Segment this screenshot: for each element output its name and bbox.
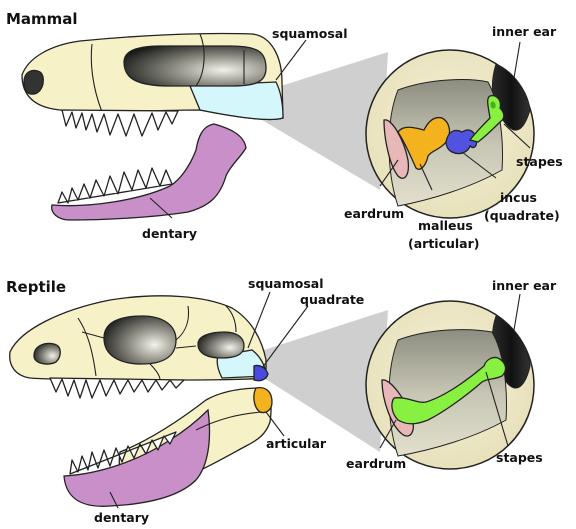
reptile-skull: [10, 296, 268, 398]
mammal-jaw: [52, 124, 246, 220]
reptile-orbit: [198, 332, 244, 358]
reptile-temporal-fenestra: [104, 316, 176, 364]
mammal-inner-ear-label: inner ear: [492, 24, 557, 39]
reptile-title: Reptile: [6, 278, 66, 296]
mammal-title: Mammal: [6, 10, 78, 28]
mammal-squamosal-label: squamosal: [272, 26, 348, 41]
mammal-temporal-fenestra: [124, 46, 266, 86]
mammal-articular-sub-label: (articular): [408, 236, 479, 251]
reptile-panel: Reptile: [6, 276, 557, 525]
reptile-jaw: [64, 388, 272, 507]
mammal-orbit: [24, 70, 43, 94]
reptile-nostril: [34, 344, 60, 365]
mammal-eardrum-label: eardrum: [344, 206, 404, 221]
reptile-inner-ear-label: inner ear: [492, 278, 557, 293]
mammal-malleus-label: malleus: [418, 218, 473, 233]
reptile-eardrum-label: eardrum: [346, 456, 406, 471]
mammal-dentary-label: dentary: [142, 226, 197, 241]
mammal-panel: Mammal: [6, 10, 563, 251]
mammal-stapes-label: stapes: [516, 154, 563, 169]
reptile-articular-label: articular: [266, 436, 327, 451]
reptile-quadrate-label: quadrate: [300, 292, 364, 307]
reptile-middle-ear-zoom: [366, 301, 534, 469]
reptile-stapes-label: stapes: [496, 450, 543, 465]
mammal-quadrate-sub-label: (quadrate): [484, 208, 560, 223]
mammal-upper-teeth: [62, 110, 178, 136]
mammal-squamosal: [190, 82, 283, 120]
reptile-articular: [254, 388, 272, 413]
mammal-skull: [22, 33, 283, 136]
reptile-dentary-label: dentary: [94, 510, 149, 525]
mammal-dentary: [52, 124, 246, 220]
mammal-incus-label: incus: [500, 190, 537, 205]
reptile-upper-teeth: [50, 378, 184, 398]
reptile-squamosal-label: squamosal: [248, 276, 324, 291]
